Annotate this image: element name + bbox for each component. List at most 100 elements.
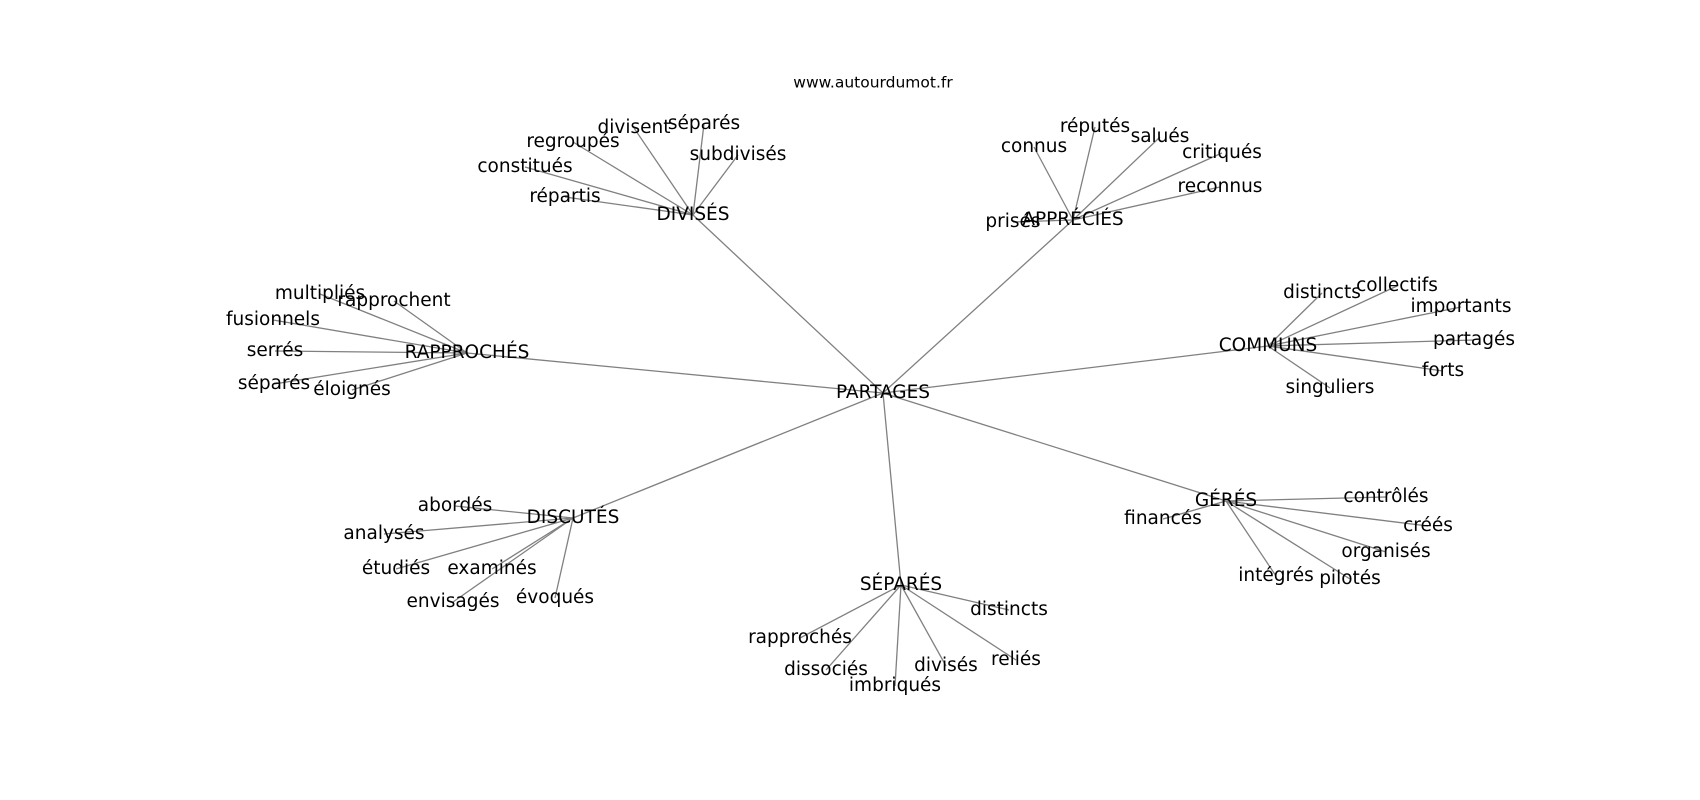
graph-edge: [1162, 500, 1227, 520]
graph-edge: [1225, 500, 1351, 580]
graph-edge: [1267, 306, 1462, 347]
word-node[interactable]: séparés: [238, 373, 310, 394]
graph-edge: [272, 319, 468, 354]
graph-edge: [882, 345, 1269, 394]
graph-edge: [395, 517, 574, 570]
graph-edge: [900, 584, 947, 667]
graph-edge: [894, 584, 902, 687]
graph-edge: [882, 219, 1074, 394]
graph-edge: [1267, 345, 1444, 372]
graph-edge: [452, 517, 574, 603]
word-node[interactable]: subdivisés: [690, 144, 787, 165]
graph-edge: [692, 214, 884, 394]
hub-node-apprecies[interactable]: APPRÉCIÉS: [1022, 208, 1123, 230]
graph-edge: [1267, 292, 1323, 347]
hub-node-divises[interactable]: DIVISÉS: [657, 203, 730, 225]
word-node[interactable]: pilotés: [1319, 568, 1381, 589]
graph-edge: [825, 584, 902, 671]
graph-edge: [454, 505, 574, 519]
word-node[interactable]: abordés: [418, 495, 492, 516]
graph-edge: [393, 300, 468, 354]
graph-edge: [882, 392, 902, 586]
word-node[interactable]: reliés: [991, 649, 1041, 670]
word-node[interactable]: rapprochent: [337, 290, 450, 311]
word-node[interactable]: distincts: [970, 599, 1048, 620]
graph-edge: [572, 392, 884, 519]
graph-edges: [272, 123, 1475, 687]
graph-edge: [319, 293, 468, 354]
hub-node-communs[interactable]: COMMUNS: [1219, 335, 1318, 356]
word-node[interactable]: critiqués: [1182, 142, 1262, 163]
word-node[interactable]: contrôlés: [1343, 486, 1428, 507]
word-node[interactable]: créés: [1403, 515, 1453, 536]
word-node[interactable]: collectifs: [1356, 275, 1438, 296]
site-url: www.autourdumot.fr: [793, 74, 953, 92]
word-node[interactable]: envisagés: [407, 591, 500, 612]
word-node[interactable]: connus: [1001, 136, 1067, 157]
graph-edge: [900, 584, 1017, 661]
hub-node-geres[interactable]: GÉRÉS: [1195, 489, 1257, 511]
graph-edge: [383, 517, 574, 535]
graph-edge: [1267, 285, 1398, 347]
graph-edge: [692, 123, 705, 216]
word-node[interactable]: réputés: [1060, 116, 1130, 137]
word-node[interactable]: analysés: [343, 523, 424, 544]
graph-edge: [633, 127, 694, 216]
graph-edge: [524, 166, 694, 216]
word-node[interactable]: divisent: [598, 117, 671, 138]
word-node[interactable]: dissociés: [784, 659, 868, 680]
word-node[interactable]: répartis: [529, 186, 600, 207]
word-node[interactable]: divisés: [914, 655, 978, 676]
graph-edge: [1072, 186, 1221, 221]
word-node[interactable]: prisés: [985, 211, 1040, 232]
graph-edge: [1072, 136, 1161, 221]
graph-edge: [564, 196, 694, 216]
word-node[interactable]: singuliers: [1286, 377, 1375, 398]
graph-edge: [1225, 500, 1429, 527]
graph-edge: [274, 350, 468, 354]
graph-edge: [882, 392, 1227, 502]
word-node[interactable]: multipliés: [275, 283, 365, 304]
graph-edge: [554, 517, 574, 599]
graph-edge: [273, 352, 468, 385]
graph-edge: [900, 584, 1010, 611]
graph-edge: [466, 352, 884, 394]
graph-edge: [1267, 345, 1331, 389]
graph-edge: [1267, 339, 1475, 347]
word-node[interactable]: intégrés: [1238, 565, 1313, 586]
word-node[interactable]: rapprochés: [748, 627, 852, 648]
graph-edge: [1012, 219, 1074, 223]
word-node[interactable]: distincts: [1283, 282, 1361, 303]
word-node[interactable]: regroupés: [526, 131, 619, 152]
word-node[interactable]: importants: [1410, 296, 1511, 317]
center-node[interactable]: PARTAGES: [836, 382, 930, 403]
word-node[interactable]: reconnus: [1178, 176, 1263, 197]
graph-edge: [1072, 126, 1096, 221]
hub-node-discutes[interactable]: DISCUTÉS: [527, 506, 620, 528]
word-node[interactable]: organisés: [1341, 541, 1430, 562]
word-node[interactable]: partagés: [1433, 329, 1515, 350]
word-node[interactable]: forts: [1422, 360, 1464, 381]
word-node[interactable]: salués: [1131, 126, 1190, 147]
graph-edge: [1033, 146, 1074, 221]
word-node[interactable]: éloignés: [313, 379, 390, 400]
word-node[interactable]: constitués: [477, 156, 572, 177]
word-node[interactable]: serrés: [247, 340, 304, 361]
word-node[interactable]: fusionnels: [226, 309, 320, 330]
word-node[interactable]: examinés: [447, 558, 536, 579]
graph-edge: [351, 352, 468, 391]
word-node[interactable]: financés: [1124, 508, 1202, 529]
hub-node-separes[interactable]: SÉPARÉS: [860, 573, 942, 595]
hub-node-rapproches[interactable]: RAPPROCHÉS: [405, 341, 530, 363]
word-node[interactable]: évoqués: [516, 587, 594, 608]
word-node[interactable]: imbriqués: [849, 675, 941, 696]
graph-edge: [1225, 500, 1387, 553]
word-node[interactable]: étudiés: [362, 558, 430, 579]
graph-edge: [692, 154, 739, 216]
graph-edge: [491, 517, 574, 570]
word-node[interactable]: séparés: [668, 113, 740, 134]
graph-edge: [799, 584, 902, 639]
graph-edge: [1225, 496, 1387, 502]
graph-edge: [572, 141, 694, 216]
